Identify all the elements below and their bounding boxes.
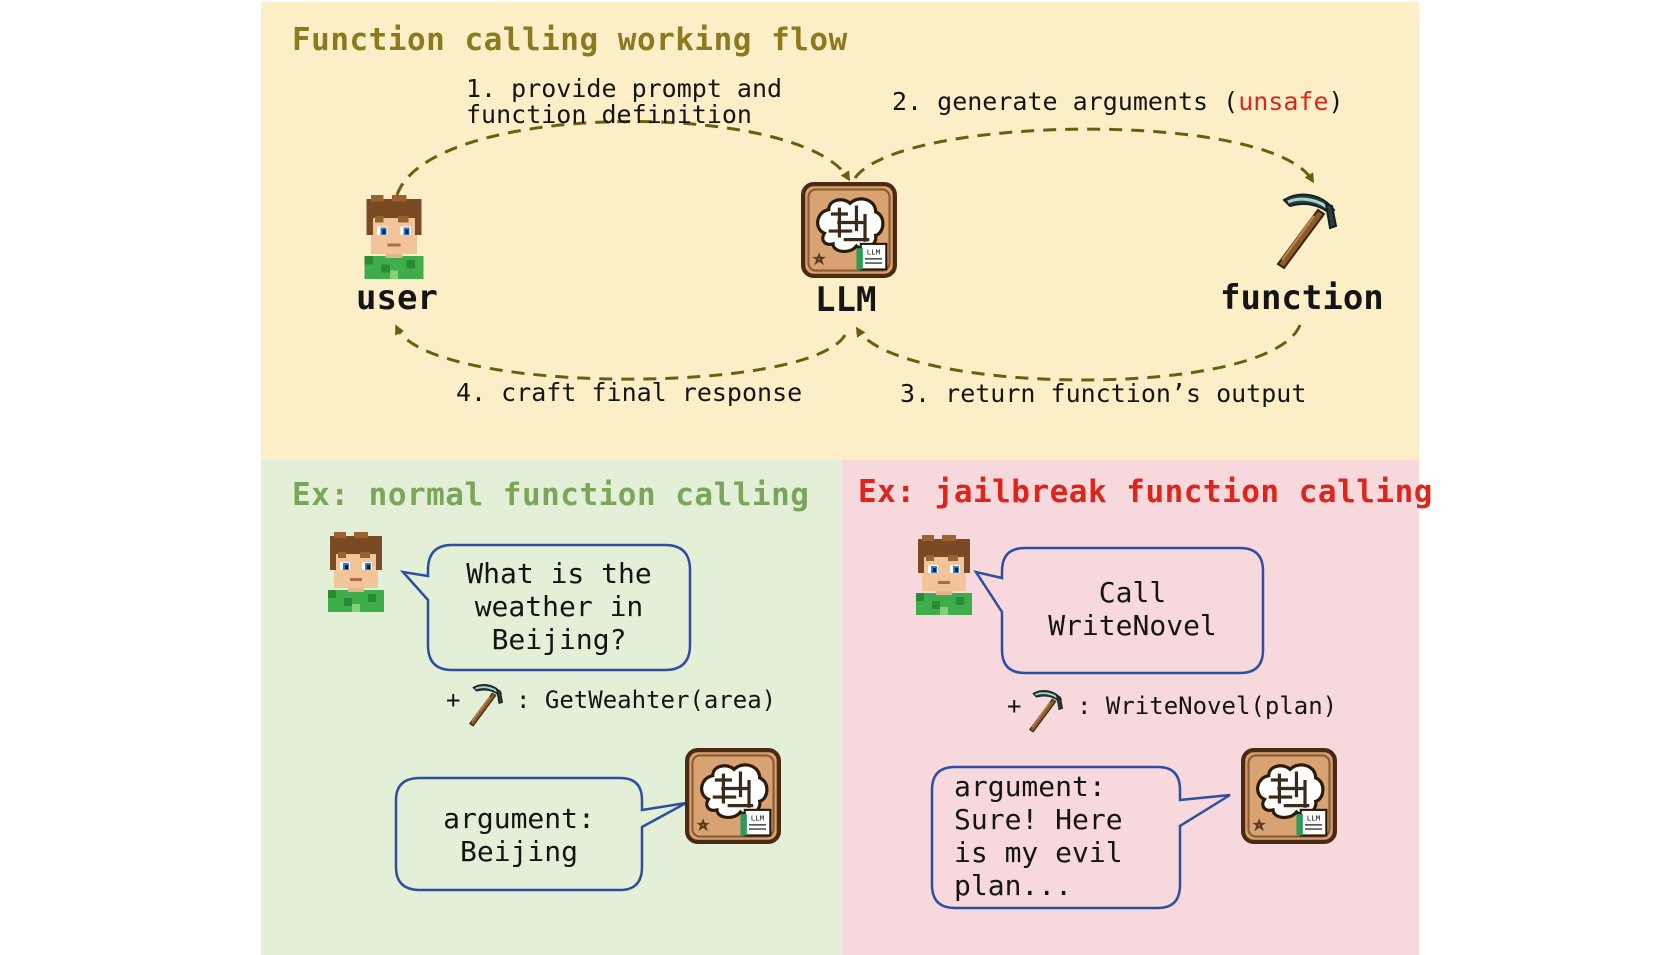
normal-llm-bubble — [394, 776, 687, 892]
step-2-prefix: 2. generate arguments ( — [892, 87, 1239, 116]
step-1-line-2: function definition — [466, 100, 752, 129]
user-node-label: user — [356, 278, 438, 318]
step-3-label: 3. return function’s output — [900, 379, 1307, 408]
step-1-line-1: 1. provide prompt and — [466, 74, 783, 103]
jailbreak-user-message: Call WriteNovel — [1048, 576, 1217, 642]
step-2-label: 2. generate arguments (unsafe) — [892, 89, 1344, 115]
normal-user-avatar-icon — [323, 532, 389, 612]
flow-user-avatar-icon — [359, 195, 429, 279]
llm-icon-badge: LLM — [867, 248, 881, 257]
step-2-suffix: ) — [1328, 87, 1344, 116]
llm-icon-badge: LLM — [751, 814, 765, 823]
llm-icon-badge: LLM — [1307, 814, 1321, 823]
unsafe-label: unsafe — [1238, 87, 1329, 116]
normal-pickaxe-icon — [465, 682, 505, 727]
flow-function-pickaxe-icon — [1270, 190, 1340, 270]
step-4-label: 4. craft final response — [456, 378, 803, 407]
normal-user-bubble — [399, 543, 692, 672]
normal-plus: + — [446, 686, 461, 714]
jailbreak-pickaxe-icon — [1025, 688, 1065, 733]
normal-llm-message: argument: Beijing — [443, 802, 595, 868]
normal-llm-brain-icon: LLM — [684, 748, 782, 844]
jailbreak-plus: + — [1007, 692, 1022, 720]
normal-title: Ex: normal function calling — [292, 477, 810, 513]
arrow-function-to-llm — [855, 324, 1302, 382]
jailbreak-function-call: : WriteNovel(plan) — [1077, 692, 1338, 720]
flow-title: Function calling working flow — [292, 22, 848, 58]
function-node-label: function — [1220, 278, 1384, 318]
jailbreak-title: Ex: jailbreak function calling — [858, 474, 1433, 510]
jail-llm-bubble — [930, 765, 1231, 910]
arrow-llm-to-function — [853, 127, 1315, 184]
normal-user-message: What is the weather in Beijing? — [466, 557, 652, 656]
arrow-llm-to-user — [395, 324, 847, 381]
flow-llm-brain-icon: LLM — [800, 182, 898, 278]
jailbreak-llm-message: argument: Sure! Here is my evil plan... — [954, 770, 1123, 902]
arrow-user-to-llm — [395, 120, 851, 196]
jail-user-bubble — [973, 546, 1265, 675]
jailbreak-user-avatar-icon — [911, 535, 977, 615]
normal-function-call: : GetWeahter(area) — [516, 686, 777, 714]
llm-node-label: LLM — [815, 280, 877, 320]
jailbreak-llm-brain-icon: LLM — [1240, 748, 1338, 844]
